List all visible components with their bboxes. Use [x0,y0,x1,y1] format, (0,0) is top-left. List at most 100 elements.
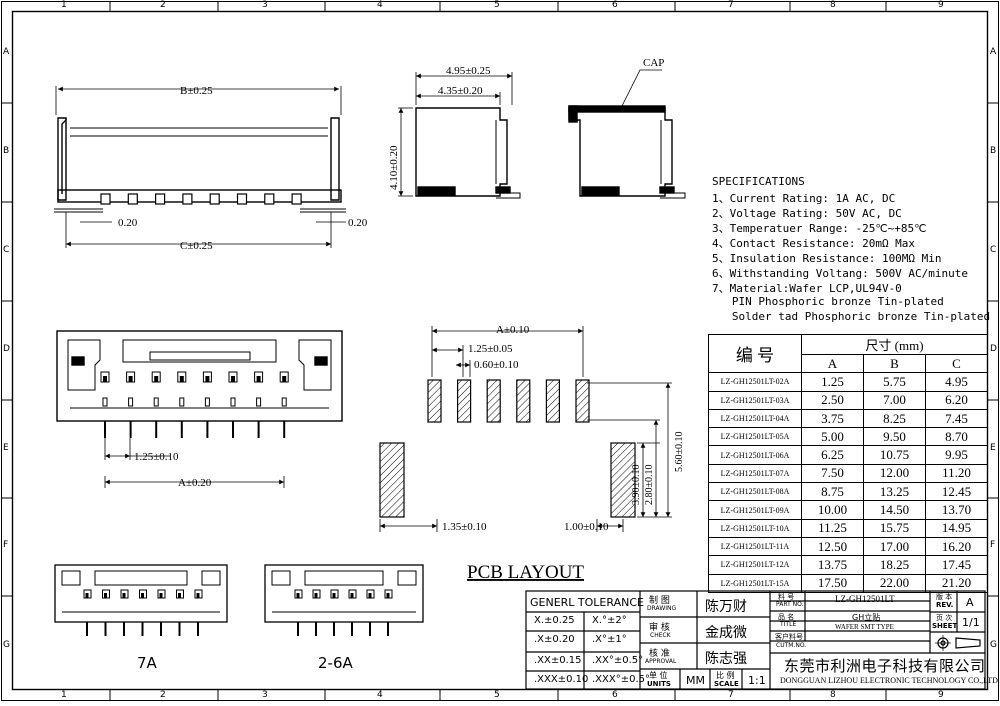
grid-col-label-top: 1 [61,0,67,10]
label-7a: 7A [137,654,158,672]
top-view-dims [104,438,285,488]
approval-label-cn: 核 准 [649,649,670,659]
pcb-pad [486,379,501,423]
grid-col-label-top: 7 [728,0,734,10]
tolerance-angular: X.°±2° [592,615,627,626]
specification-line: 5、Insulation Resistance: 100MΩ Min [712,252,942,265]
partno-label-en: PART NO. [776,601,804,608]
small-view-2-6a-pins [294,589,393,636]
part-number-cell: LZ-GH12501LT-05A [708,427,802,447]
col-header-a: A [801,353,864,374]
small-pin-head [368,593,372,598]
scale-label-cn: 比 例 [716,671,735,680]
specification-line: 2、Voltage Rating: 50V AC, DC [712,207,902,220]
small-pin-head [350,593,354,598]
dimension-cell-c: 17.45 [925,555,988,575]
dimension-cell-b: 8.25 [863,408,926,429]
check-label-cn: 审 核 [649,623,670,633]
part-number-cell: LZ-GH12501LT-15A [708,573,802,593]
small-pin-head [178,593,181,598]
specification-line: 4、Contact Resistance: 20mΩ Max [712,237,916,250]
part-number-cell: LZ-GH12501LT-08A [708,482,802,502]
dimension-cell-a: 13.75 [801,555,864,575]
sheet-label-cn: 页 次 [936,614,953,622]
drawing-label-en: DRAWING [647,605,677,612]
customer-label-en: CUTM.NO. [776,642,807,649]
pcb-side-pads [379,442,636,518]
part-number-cell: LZ-GH12501LT-11A [708,536,802,557]
tolerance-linear: X.±0.25 [534,615,575,626]
part-number-cell: LZ-GH12501LT-07A [708,463,802,484]
top-pitch-dim: 1.25±0.10 [134,451,179,463]
code-header: 编 号 [708,333,802,374]
grid-col-label-bottom: 3 [262,690,268,700]
title-value-cn: GH立贴 [852,613,881,622]
specification-line: 1、Current Rating: 1A AC, DC [712,192,896,205]
sheet-value: 1/1 [962,616,980,629]
dimension-cell-c: 16.20 [925,536,988,557]
grid-row-label-right: D [990,344,997,354]
dimension-cell-a: 1.25 [801,372,864,392]
pcb-a-dim: A±0.10 [496,324,530,336]
dimension-cell-c: 11.20 [925,463,988,484]
grid-col-label-bottom: 5 [494,690,500,700]
front-view-dims [55,86,346,248]
front-pin [291,193,302,205]
front-view [54,117,346,213]
tolerance-angular: .XX°±0.5° [592,655,644,666]
title-label-en: TITLE [780,621,797,628]
small-pin-head [159,593,163,598]
partno-value: LZ-GH12501LT [835,594,895,604]
top-pin-window [204,397,210,407]
rev-label-cn: 版 本 [936,593,953,601]
grid-col-label-top: 2 [160,0,166,10]
dimension-cell-a: 5.00 [801,427,864,447]
projection-symbol-icon [935,635,985,651]
col-header-b: B [863,353,926,374]
top-pin-window [179,397,185,407]
front-pin [209,193,220,205]
scale-value: 1:1 [748,674,766,687]
front-pin [264,193,275,205]
top-pin-window [256,397,262,407]
grid-row-label-right: G [990,640,997,650]
small-pin-head [296,593,300,598]
grid-row-label-left: D [3,344,10,354]
top-pin-window [153,397,159,407]
title-label-cn: 品 名 [778,613,795,621]
dimension-cell-c: 12.45 [925,482,988,502]
top-pin-head [179,376,184,382]
units-label-cn: 单 位 [649,671,668,680]
pcb-pad [516,379,531,423]
cap-view [568,69,686,199]
title-block-lines [525,590,986,690]
top-pin-head [231,376,235,382]
check-name: 金成微 [705,625,747,641]
tolerance-linear: .XXX±0.10 [534,674,589,685]
small-pin-head [85,593,89,598]
dimension-cell-a: 2.50 [801,390,864,410]
part-number-cell: LZ-GH12501LT-02A [708,372,802,392]
dimension-cell-a: 10.00 [801,500,864,520]
dimension-cell-b: 22.00 [863,573,926,593]
dimension-cell-a: 8.75 [801,482,864,502]
company-name-cn: 东莞市利洲电子科技有限公司 [784,657,986,675]
pcb-h2-dim: 3.90±0.10 [631,465,642,506]
pcb-h1-dim: 2.80±0.10 [644,465,655,506]
scale-label-en: SCALE [714,680,739,688]
top-view-pins [100,371,289,438]
grid-col-label-bottom: 7 [728,690,734,700]
front-pin [100,193,111,205]
part-number-cell: LZ-GH12501LT-09A [708,500,802,520]
grid-col-label-top: 8 [830,0,836,10]
check-label-en: CHECK [650,632,671,639]
pcb-pad [427,379,442,423]
small-pin-head [104,593,107,598]
